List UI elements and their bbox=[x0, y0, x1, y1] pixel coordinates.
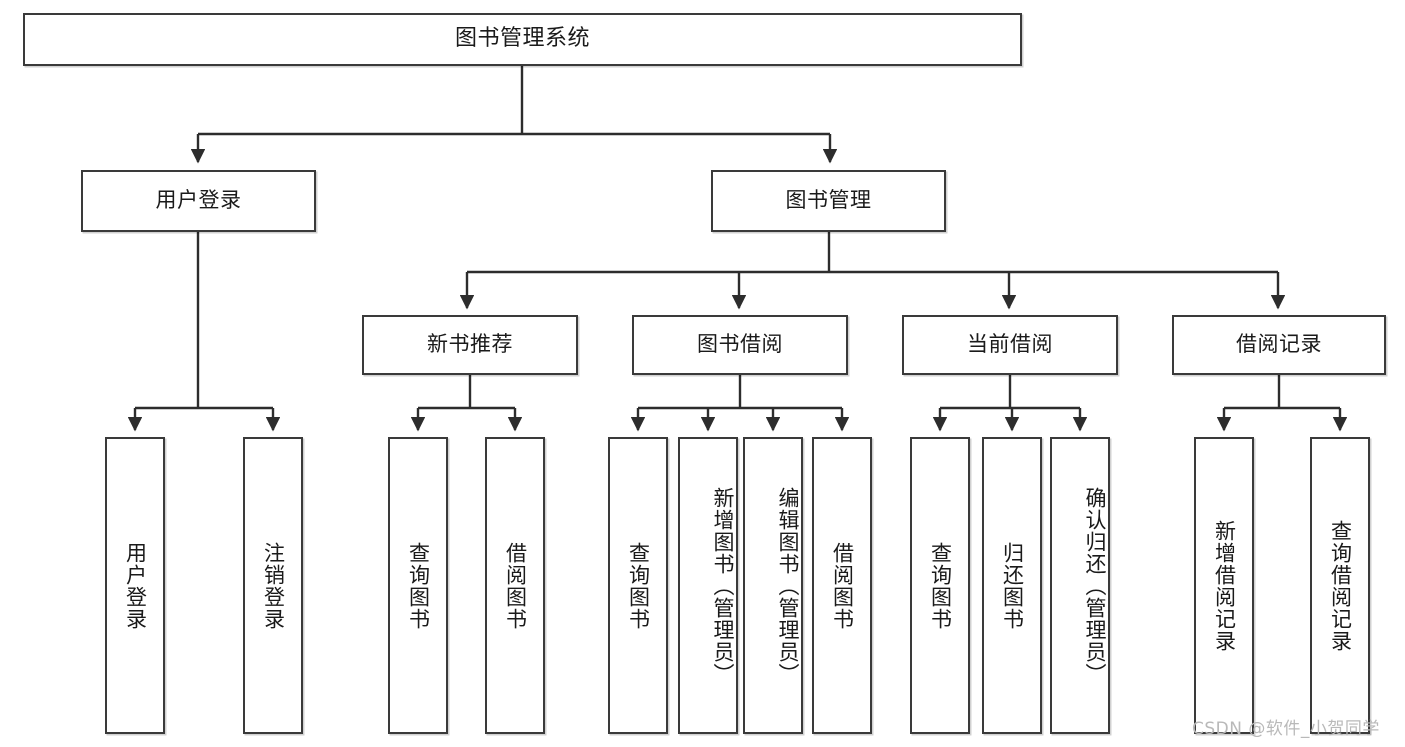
node-leaf-edit-book[interactable]: 编辑图书（管理员） bbox=[743, 437, 803, 734]
node-borrow-record-label: 借阅记录 bbox=[1236, 332, 1322, 357]
node-leaf-query-book-3-label: 查询图书 bbox=[928, 541, 953, 630]
node-user-login-label: 用户登录 bbox=[155, 188, 242, 213]
node-leaf-borrow-book-1[interactable]: 借阅图书 bbox=[485, 437, 545, 734]
node-leaf-query-book-1-label: 查询图书 bbox=[406, 541, 431, 630]
node-leaf-logout[interactable]: 注销登录 bbox=[243, 437, 303, 734]
node-current-borrow[interactable]: 当前借阅 bbox=[902, 315, 1118, 375]
node-book-manage-label: 图书管理 bbox=[785, 188, 872, 213]
node-leaf-add-record-label: 新增借阅记录 bbox=[1212, 519, 1237, 652]
node-leaf-logout-label: 注销登录 bbox=[261, 541, 286, 630]
node-new-book-recommend-label: 新书推荐 bbox=[427, 332, 513, 357]
node-leaf-confirm-return-label: 确认归还（管理员） bbox=[1083, 486, 1107, 685]
node-leaf-query-book-2-label: 查询图书 bbox=[626, 541, 651, 630]
node-leaf-edit-book-label: 编辑图书（管理员） bbox=[776, 486, 800, 685]
node-leaf-query-book-3[interactable]: 查询图书 bbox=[910, 437, 970, 734]
node-leaf-confirm-return[interactable]: 确认归还（管理员） bbox=[1050, 437, 1110, 734]
node-leaf-add-book-label: 新增图书（管理员） bbox=[711, 486, 735, 685]
node-leaf-user-login-label: 用户登录 bbox=[123, 541, 148, 630]
node-leaf-return-book[interactable]: 归还图书 bbox=[982, 437, 1042, 734]
node-root-label: 图书管理系统 bbox=[454, 26, 590, 52]
node-book-borrow-label: 图书借阅 bbox=[697, 332, 783, 357]
node-leaf-borrow-book-2-label: 借阅图书 bbox=[830, 541, 855, 630]
node-leaf-query-record[interactable]: 查询借阅记录 bbox=[1310, 437, 1370, 734]
node-leaf-borrow-book-1-label: 借阅图书 bbox=[503, 541, 528, 630]
node-leaf-user-login[interactable]: 用户登录 bbox=[105, 437, 165, 734]
node-root[interactable]: 图书管理系统 bbox=[23, 13, 1022, 66]
node-book-borrow[interactable]: 图书借阅 bbox=[632, 315, 848, 375]
node-borrow-record[interactable]: 借阅记录 bbox=[1172, 315, 1386, 375]
node-leaf-add-record[interactable]: 新增借阅记录 bbox=[1194, 437, 1254, 734]
node-leaf-query-book-1[interactable]: 查询图书 bbox=[388, 437, 448, 734]
node-leaf-query-record-label: 查询借阅记录 bbox=[1328, 519, 1353, 652]
node-new-book-recommend[interactable]: 新书推荐 bbox=[362, 315, 578, 375]
csdn-watermark: CSDN @软件_小贺同学 bbox=[1192, 719, 1380, 739]
node-leaf-borrow-book-2[interactable]: 借阅图书 bbox=[812, 437, 872, 734]
node-user-login[interactable]: 用户登录 bbox=[81, 170, 316, 232]
node-leaf-add-book[interactable]: 新增图书（管理员） bbox=[678, 437, 738, 734]
node-leaf-return-book-label: 归还图书 bbox=[1000, 541, 1025, 630]
node-leaf-query-book-2[interactable]: 查询图书 bbox=[608, 437, 668, 734]
node-current-borrow-label: 当前借阅 bbox=[967, 332, 1053, 357]
node-book-manage[interactable]: 图书管理 bbox=[711, 170, 946, 232]
